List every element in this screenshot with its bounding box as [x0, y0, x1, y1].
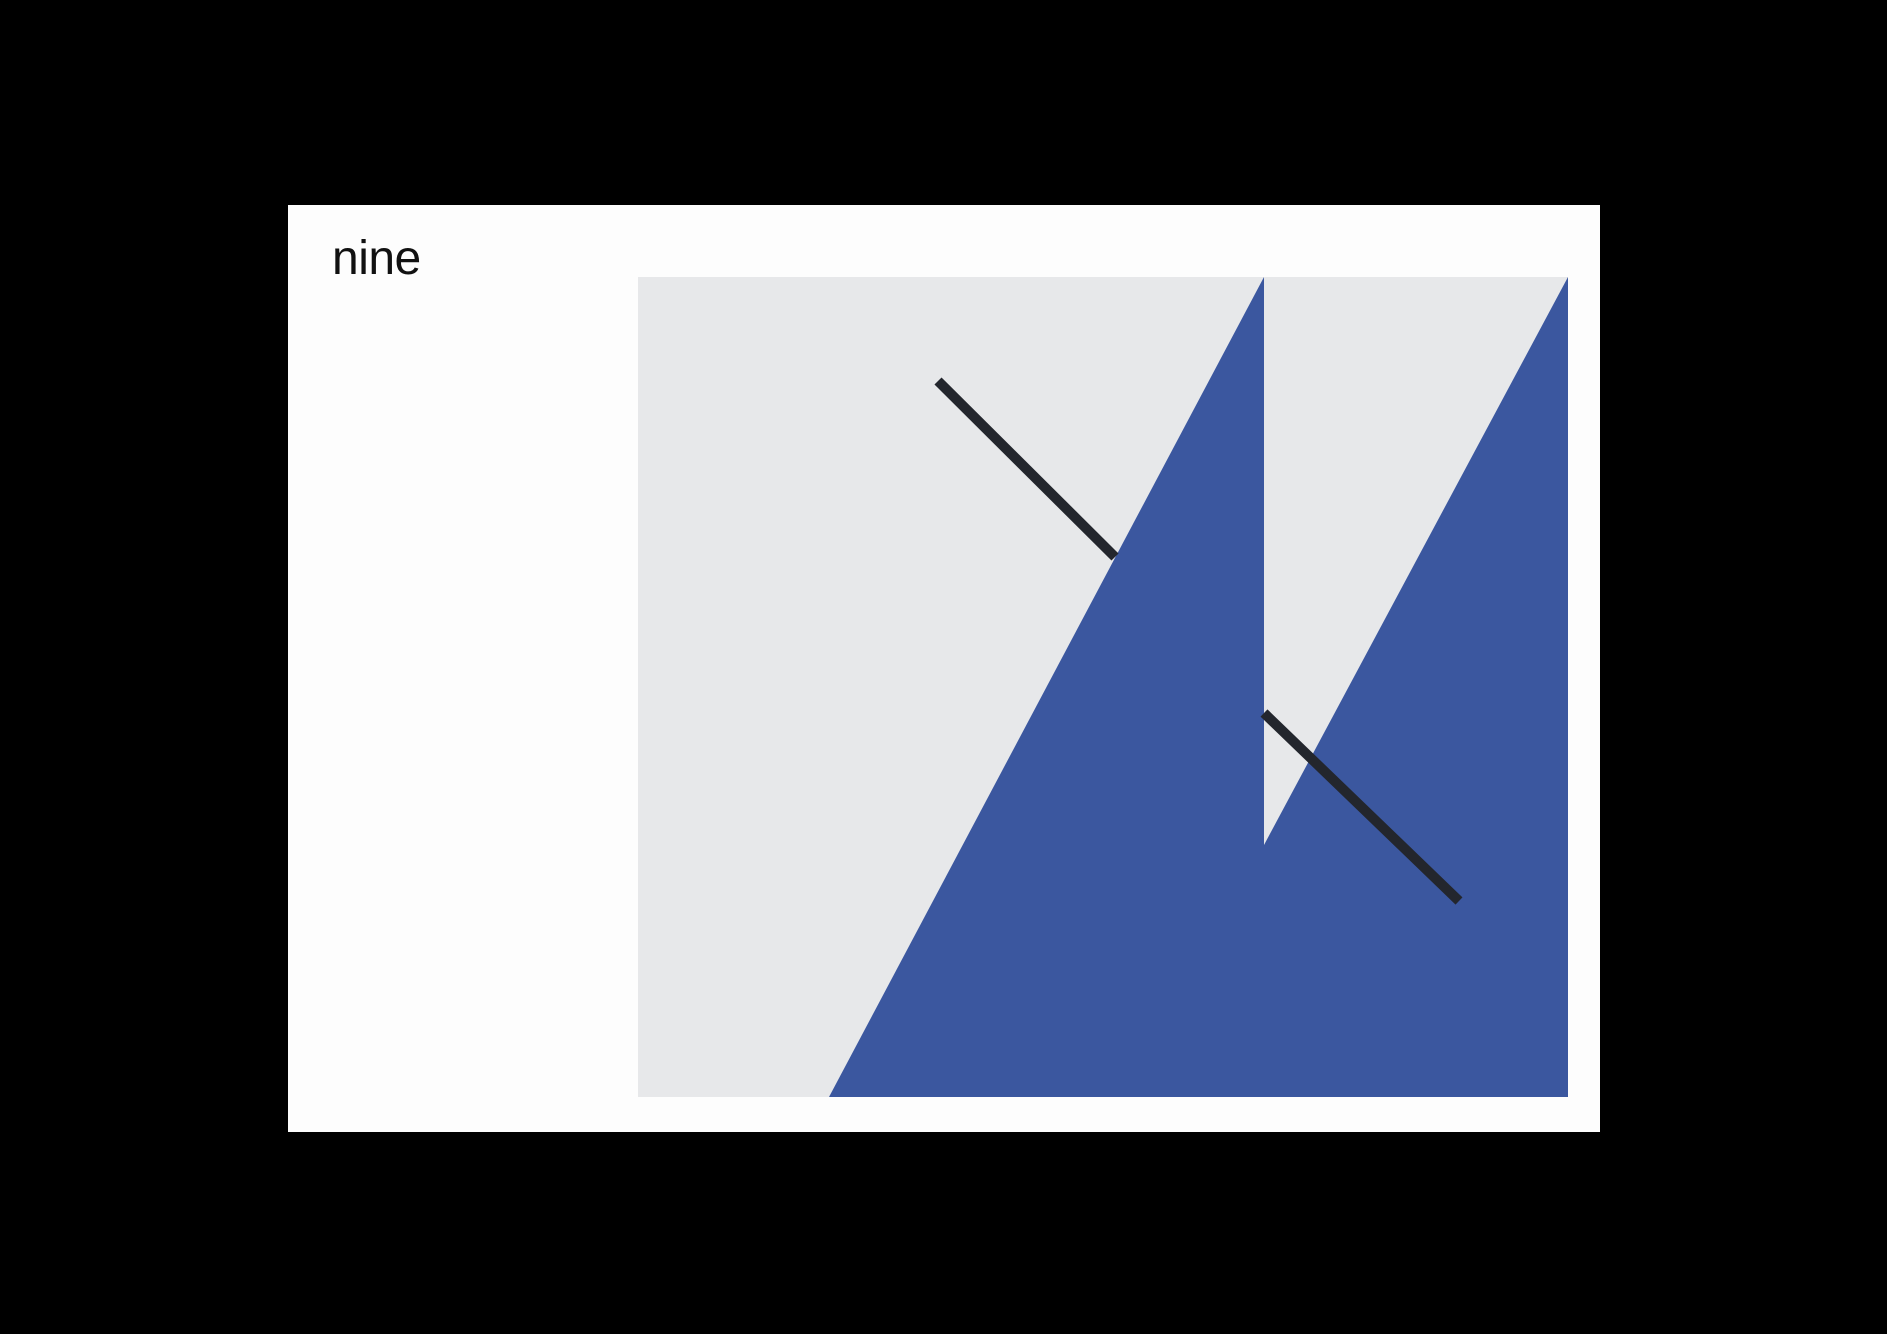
geometric-artwork [638, 277, 1568, 1097]
left-blue-triangle [829, 277, 1264, 1097]
poster-card: nine [288, 205, 1600, 1132]
card-title: nine [332, 232, 421, 285]
diagonal-line-lower [1260, 709, 1463, 905]
diagonal-line-upper [934, 377, 1119, 561]
right-blue-triangle [1264, 277, 1568, 1097]
